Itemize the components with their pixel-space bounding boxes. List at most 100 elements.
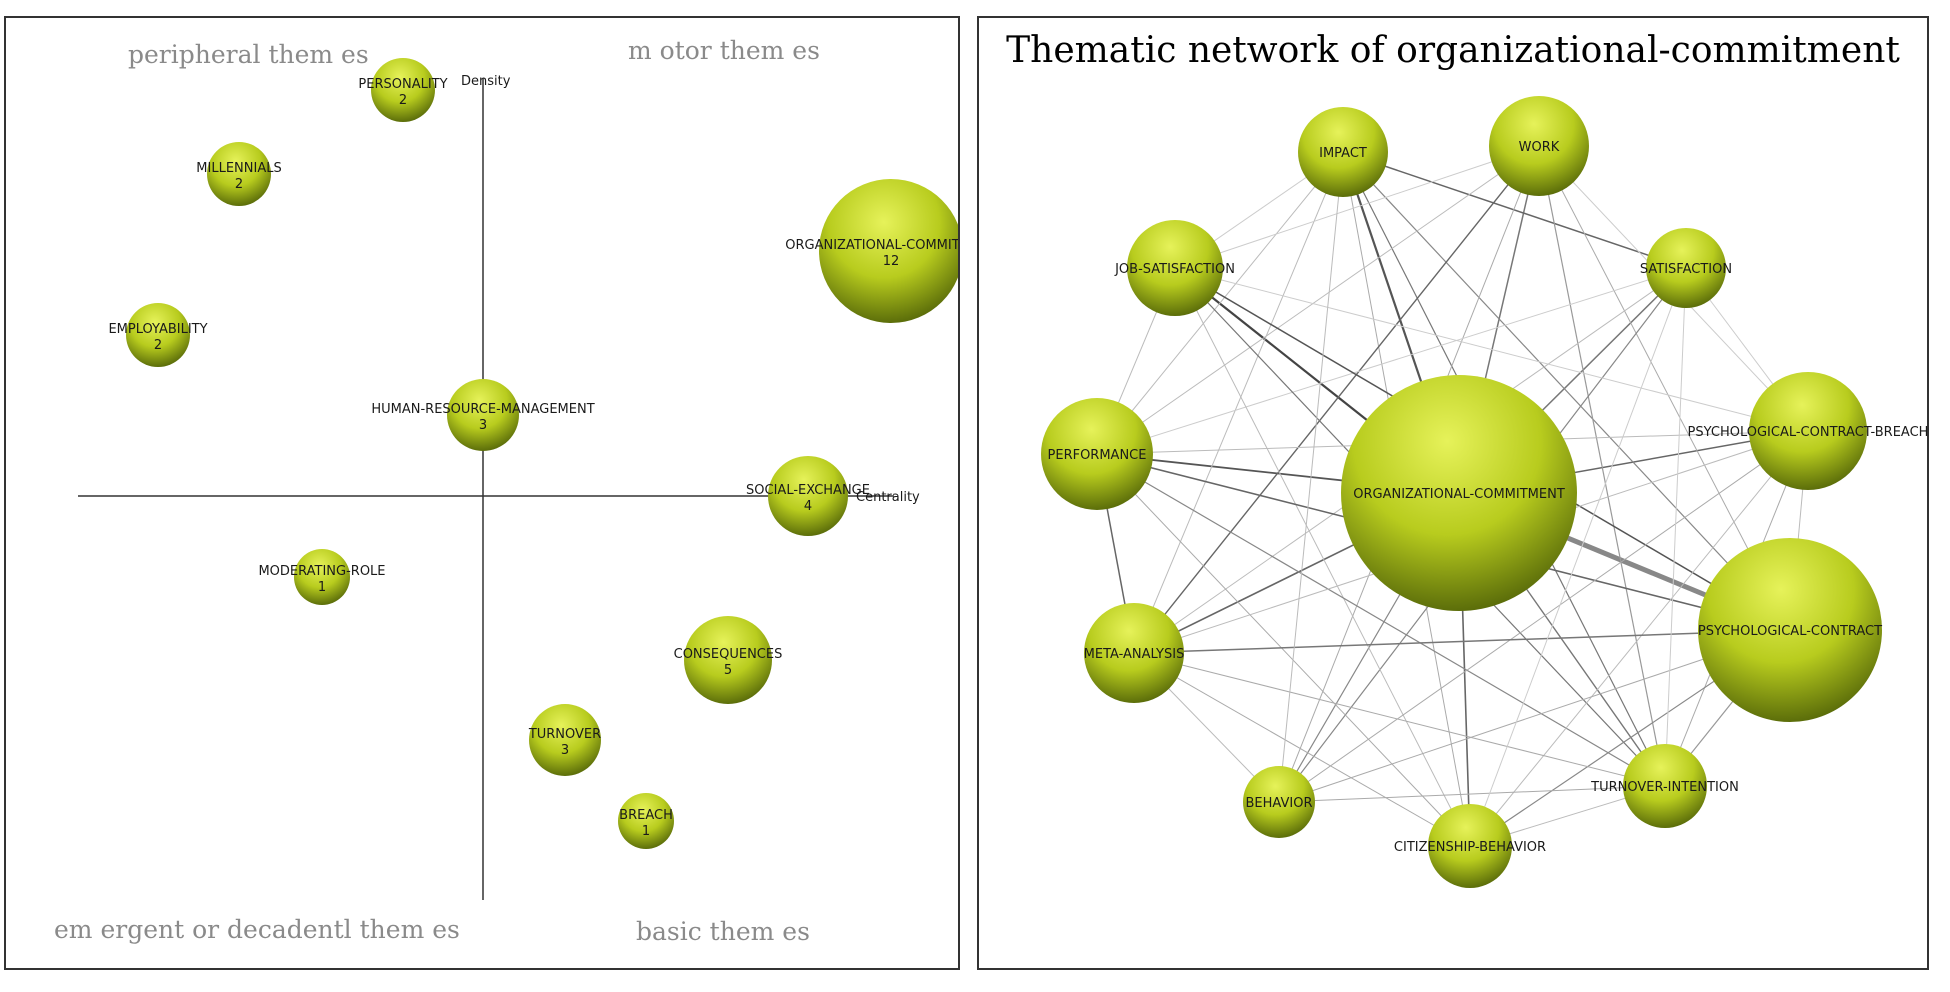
network-node-performance: PERFORMANCE: [1041, 398, 1153, 510]
theme-count-label: 5: [724, 663, 732, 678]
network-edge: [1096, 145, 1540, 455]
theme-bubble-circle: [294, 549, 350, 605]
network-node-label: SATISFACTION: [1640, 262, 1732, 277]
theme-name-label: MILLENNIALS: [196, 161, 281, 176]
network-edge: [1174, 267, 1809, 432]
network-node-circle: [1084, 603, 1184, 703]
network-node-circle: [1428, 804, 1512, 888]
network-edge: [1664, 267, 1687, 787]
network-edge: [1096, 151, 1344, 455]
network-node-circle: [1298, 107, 1388, 197]
network-node-satisfaction: SATISFACTION: [1640, 228, 1732, 308]
theme-bubbles: PERSONALITY2MILLENNIALS2EMPLOYABILITY2OR…: [108, 58, 958, 849]
network-edge: [1174, 267, 1471, 847]
theme-name-label: MODERATING-ROLE: [258, 564, 385, 579]
network-node-circle: [1127, 220, 1223, 316]
network-edge: [1133, 652, 1666, 787]
theme-bubble-circle: [447, 379, 519, 451]
network-edge: [1278, 430, 1809, 803]
network-edge: [1342, 151, 1687, 269]
network-node-label: CITIZENSHIP-BEHAVIOR: [1394, 840, 1546, 855]
network-node-organizational-commitment: ORGANIZATIONAL-COMMITMENT: [1341, 375, 1577, 611]
network-node-label: PSYCHOLOGICAL-CONTRACT-BREACH: [1688, 425, 1927, 440]
network-edge: [1133, 145, 1540, 654]
network-node-circle: [1646, 228, 1726, 308]
network-node-job-satisfaction: JOB-SATISFACTION: [1114, 220, 1235, 316]
theme-name-label: BREACH: [619, 808, 673, 823]
network-edge: [1469, 430, 1809, 847]
theme-count-label: 3: [561, 743, 569, 758]
network-node-circle: [1243, 766, 1315, 838]
theme-bubble-circle: [618, 793, 674, 849]
network-node-label: PERFORMANCE: [1048, 448, 1147, 463]
theme-name-label: CONSEQUENCES: [674, 647, 783, 662]
network-edge: [1096, 453, 1666, 787]
network-node-meta-analysis: META-ANALYSIS: [1084, 603, 1184, 703]
network-edge: [1133, 151, 1344, 654]
network-node-circle: [1623, 744, 1707, 828]
network-edge: [1278, 785, 1666, 803]
network-node-label: JOB-SATISFACTION: [1114, 262, 1235, 277]
theme-name-label: TURNOVER: [528, 727, 601, 742]
network-node-label: TURNOVER-INTENTION: [1590, 780, 1739, 795]
network-edge: [1133, 652, 1471, 847]
theme-name-label: ORGANIZATIONAL-COMMITMENT: [785, 238, 958, 253]
theme-count-label: 2: [399, 93, 407, 108]
theme-name-label: SOCIAL-EXCHANGE: [746, 483, 870, 498]
theme-bubble-circle: [126, 303, 190, 367]
network-title: Thematic network of organizational-commi…: [1006, 30, 1900, 71]
quadrant-label-basic: basic them es: [636, 917, 810, 946]
theme-count-label: 2: [154, 338, 162, 353]
thematic-network: Thematic network of organizational-commi…: [1006, 30, 1927, 888]
theme-bubble-circle: [819, 179, 958, 323]
network-edge: [1469, 267, 1687, 847]
theme-name-label: EMPLOYABILITY: [108, 322, 207, 337]
network-edge: [1174, 145, 1540, 269]
network-nodes: ORGANIZATIONAL-COMMITMENT IMPACT WORK SATIS…: [1041, 96, 1927, 888]
network-node-behavior: BEHAVIOR: [1243, 766, 1315, 838]
network-node-psychological-contract-breach: PSYCHOLOGICAL-CONTRACT-BREACH: [1688, 372, 1927, 490]
theme-count-label: 3: [479, 418, 487, 433]
network-node-circle: [1041, 398, 1153, 510]
theme-bubble-circle: [529, 704, 601, 776]
network-node-impact: IMPACT: [1298, 107, 1388, 197]
x-axis-label: Centrality: [856, 490, 920, 505]
network-edge: [1096, 267, 1687, 455]
network-edge: [1342, 151, 1791, 631]
theme-bubble-circle: [684, 616, 772, 704]
network-node-circle: [1341, 375, 1577, 611]
network-edge: [1278, 151, 1344, 803]
network-node-psychological-contract: PSYCHOLOGICAL-CONTRACT: [1698, 538, 1882, 722]
theme-bubble-organizational-commitment: ORGANIZATIONAL-COMMITMENT12: [785, 179, 958, 323]
network-node-circle: [1698, 538, 1882, 722]
y-axis-label: Density: [461, 74, 511, 89]
quadrant-label-peripheral: peripheral them es: [128, 40, 369, 69]
theme-count-label: 4: [804, 499, 812, 514]
theme-count-label: 1: [318, 580, 326, 595]
strategic-diagram-panel: peripheral them es m otor them es em erg…: [4, 16, 960, 970]
network-node-label: WORK: [1519, 140, 1560, 155]
theme-bubble-circle: [768, 456, 848, 536]
network-node-label: BEHAVIOR: [1246, 796, 1313, 811]
network-node-work: WORK: [1489, 96, 1589, 196]
quadrant-label-motor: m otor them es: [628, 36, 820, 65]
thematic-network-panel: Thematic network of organizational-commi…: [977, 16, 1929, 970]
network-edge: [1133, 629, 1791, 654]
theme-name-label: HUMAN-RESOURCE-MANAGEMENT: [371, 402, 594, 417]
network-node-circle: [1489, 96, 1589, 196]
strategic-diagram: peripheral them es m otor them es em erg…: [54, 36, 958, 946]
network-node-label: ORGANIZATIONAL-COMMITMENT: [1353, 487, 1565, 502]
theme-bubble-circle: [371, 58, 435, 122]
network-node-turnover-intention: TURNOVER-INTENTION: [1590, 744, 1739, 828]
network-node-label: IMPACT: [1319, 146, 1367, 161]
theme-name-label: PERSONALITY: [358, 77, 447, 92]
